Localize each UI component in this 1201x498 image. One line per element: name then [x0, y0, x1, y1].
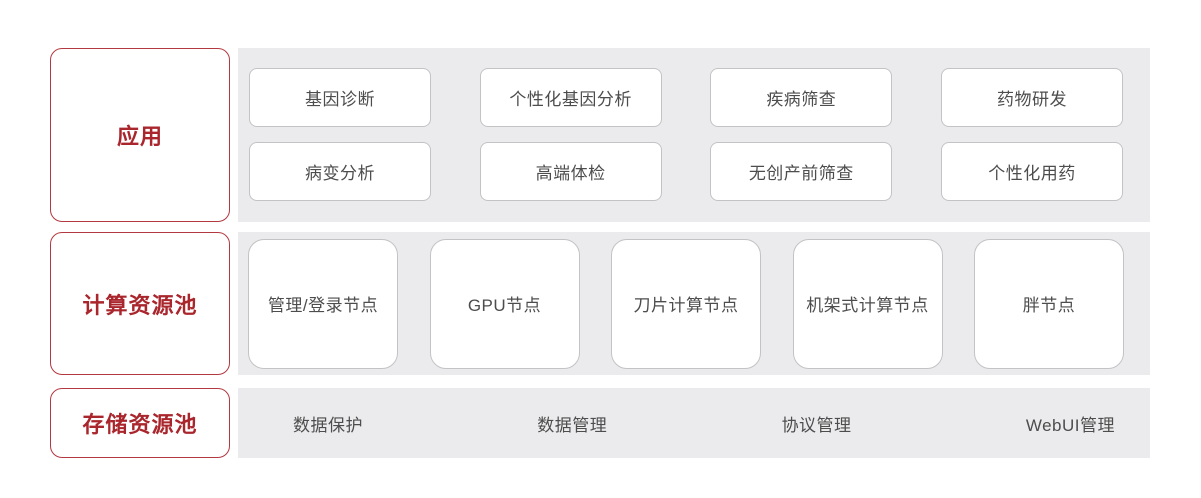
- app-card-label: 无创产前筛查: [748, 164, 854, 183]
- layer-compute-pool: 计算资源池 管理/登录节点 GPU节点 刀片计算节点 机架式计算节点 胖节点: [50, 232, 1150, 375]
- compute-card-rack-node: 机架式计算节点: [792, 238, 943, 369]
- compute-pool-panel: 管理/登录节点 GPU节点 刀片计算节点 机架式计算节点 胖节点: [238, 232, 1150, 375]
- compute-pool-label: 计算资源池: [82, 292, 198, 318]
- storage-pool-label: 存储资源池: [82, 412, 198, 437]
- compute-card-fat-node: 胖节点: [974, 238, 1124, 369]
- compute-pool-label-box: 计算资源池: [50, 232, 230, 375]
- storage-pool-panel: 数据保护 数据管理 协议管理 WebUI管理: [238, 388, 1150, 458]
- app-card-lesion-analysis: 病变分析: [249, 142, 431, 201]
- storage-item-protocol-management: 协议管理: [781, 415, 852, 435]
- compute-card-label: 机架式计算节点: [806, 296, 929, 315]
- layer-storage-pool: 存储资源池 数据保护 数据管理 协议管理 WebUI管理: [50, 388, 1150, 458]
- compute-card-label: GPU节点: [467, 296, 542, 315]
- application-layer-label: 应用: [116, 124, 163, 149]
- app-card-label: 个性化用药: [988, 164, 1076, 183]
- storage-item-data-protection: 数据保护: [293, 415, 363, 435]
- app-card-gene-diagnosis: 基因诊断: [249, 68, 431, 127]
- app-card-drug-development: 药物研发: [940, 68, 1123, 127]
- compute-card-label: 胖节点: [1022, 296, 1076, 315]
- compute-card-label: 刀片计算节点: [633, 296, 739, 315]
- app-card-disease-screening: 疾病筛查: [710, 68, 893, 127]
- compute-card-label: 管理/登录节点: [267, 296, 379, 315]
- app-card-label: 疾病筛查: [766, 90, 837, 109]
- app-card-label: 病变分析: [305, 164, 375, 183]
- compute-card-blade-node: 刀片计算节点: [611, 238, 761, 369]
- compute-card-gpu-node: GPU节点: [429, 238, 580, 369]
- app-card-label: 药物研发: [996, 90, 1067, 109]
- app-card-premium-checkup: 高端体检: [479, 142, 662, 201]
- storage-item-webui-management: WebUI管理: [1025, 415, 1115, 435]
- app-card-personalized-medication: 个性化用药: [940, 142, 1123, 201]
- application-layer-panel: 基因诊断 个性化基因分析 疾病筛查 药物研发 病变分析 高端体检 无创产前筛查 …: [238, 48, 1150, 222]
- app-card-label: 高端体检: [535, 164, 606, 183]
- application-layer-label-box: 应用: [50, 48, 230, 222]
- storage-pool-label-box: 存储资源池: [50, 388, 230, 458]
- storage-item-data-management: 数据管理: [537, 415, 608, 435]
- compute-card-mgmt-login-node: 管理/登录节点: [248, 238, 398, 369]
- app-card-noninvasive-prenatal-screening: 无创产前筛查: [710, 142, 893, 201]
- app-card-personalized-gene-analysis: 个性化基因分析: [479, 68, 662, 127]
- app-card-label: 个性化基因分析: [509, 90, 632, 109]
- app-card-label: 基因诊断: [305, 90, 375, 109]
- layer-application: 应用 基因诊断 个性化基因分析 疾病筛查 药物研发 病变分析 高端体检 无创产前…: [50, 48, 1150, 222]
